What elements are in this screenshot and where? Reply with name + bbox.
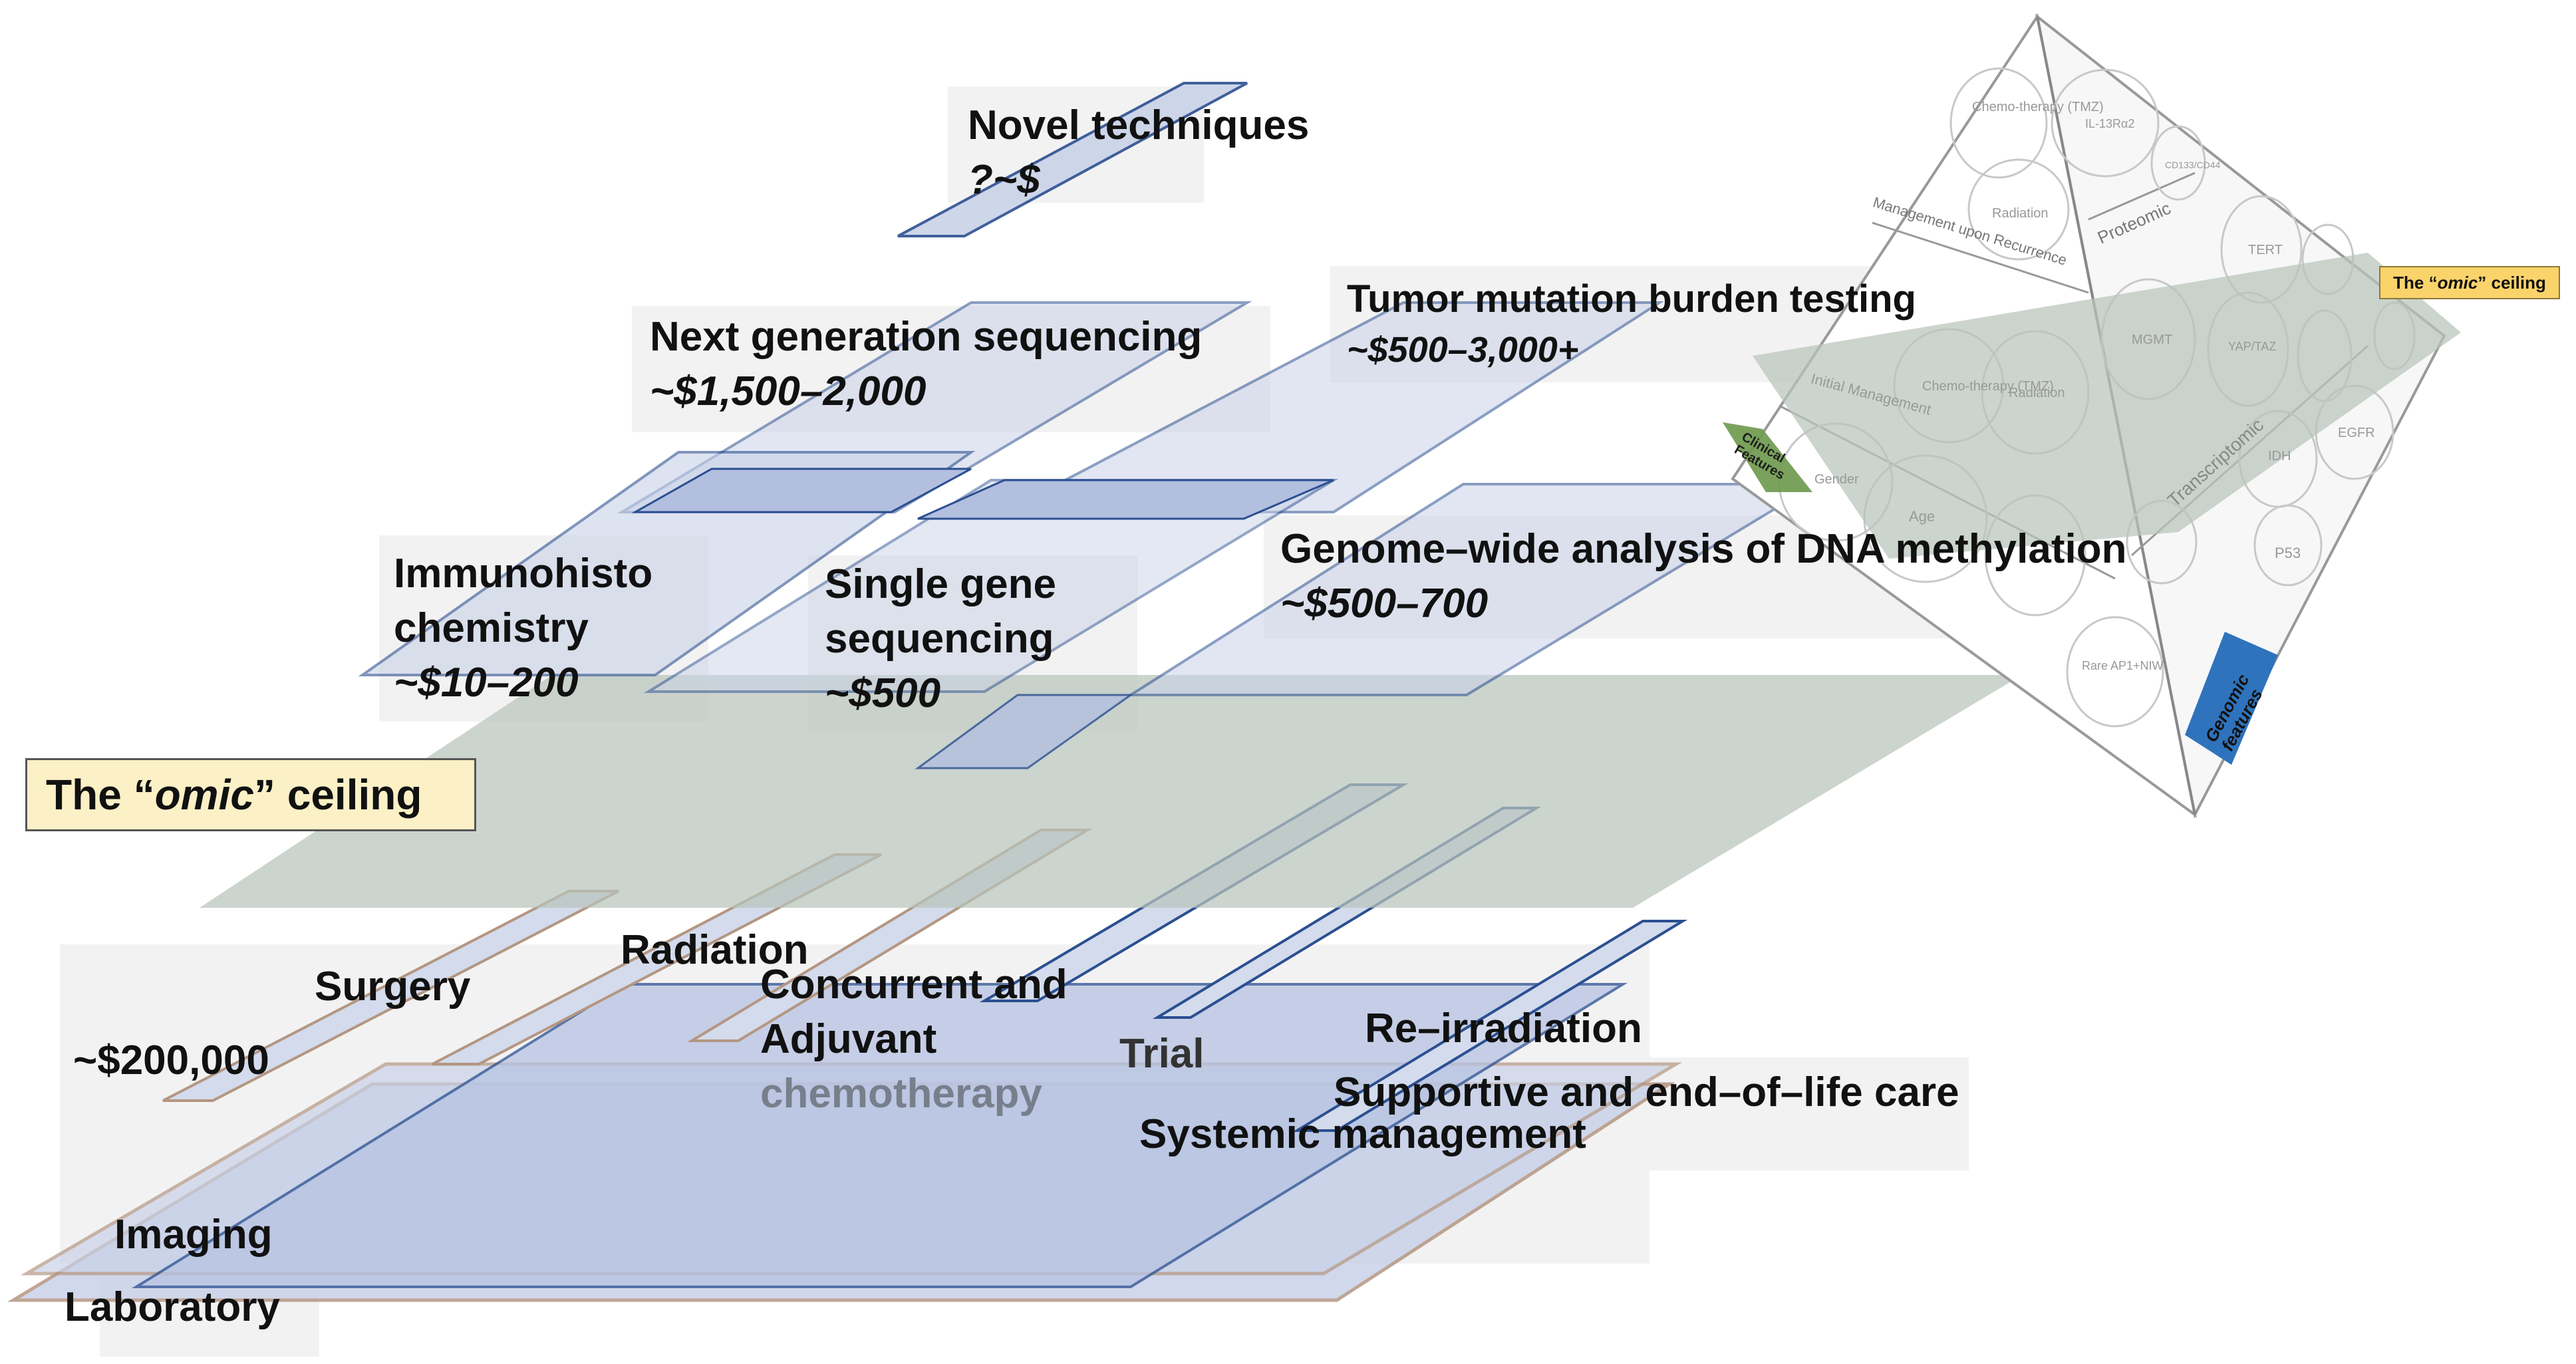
ngs-label: Next generation sequencing ~$1,500–2,000 <box>650 310 1202 419</box>
pyramid-circle-label-tmz-top: Chemo-therapy (TMZ) <box>1972 100 2104 114</box>
pyramid-circle-label-egfr: EGFR <box>2338 426 2375 440</box>
ihc-name-line1: Immunohisto <box>394 551 653 597</box>
gwm-plane <box>1126 483 1821 696</box>
pyramid-circle-label-radiation-top: Radiation <box>1992 206 2049 221</box>
systemic-plane <box>131 983 1628 1288</box>
tmb-name: Tumor mutation burden testing <box>1347 277 1916 321</box>
ngs-name: Next generation sequencing <box>650 314 1203 360</box>
ngs-cost: ~$1,500–2,000 <box>650 368 927 414</box>
systemic-management-label: Systemic management <box>1139 1111 1586 1157</box>
genomic-features-tag <box>2185 632 2278 765</box>
clinical-features-tag <box>1723 422 1812 492</box>
novel-techniques-label: Novel techniques ?~$ <box>968 98 1309 207</box>
pyramid-ceiling-em: omic <box>2437 273 2478 293</box>
pyramid-circle-label-gender: Gender <box>1814 472 1859 487</box>
omic-ceiling-label: The “omic” ceiling <box>25 758 476 831</box>
gwm-cost: ~$500–700 <box>1280 581 1489 626</box>
gwm-name: Genome–wide analysis of DNA methylation <box>1280 526 2127 572</box>
concurrent-line2: Adjuvant <box>760 1016 937 1062</box>
sgs-cost: ~$500 <box>825 670 941 716</box>
novel-techniques-plane <box>897 82 1248 237</box>
pyramid-circle-label-tmz-mid: Chemo-therapy (TMZ) <box>1922 379 2054 394</box>
novel-techniques-cost: ?~$ <box>968 157 1040 203</box>
sgs-name-line2: sequencing <box>825 616 1054 662</box>
tmb-label: Tumor mutation burden testing ~$500–3,00… <box>1347 274 1916 375</box>
pyramid-circle-label-age: Age <box>1909 508 1935 525</box>
concurrent-label: Concurrent and Adjuvant chemotherapy <box>760 958 1068 1121</box>
pyramid-circle-label-yap: YAP/TAZ <box>2228 340 2277 353</box>
sgs-overlap <box>917 479 1334 520</box>
pyramid-ceiling-suffix: ” ceiling <box>2478 273 2546 293</box>
pyramid-circle-label-radiation-mid: Radiation <box>2009 386 2065 400</box>
concurrent-line1: Concurrent and <box>760 962 1068 1008</box>
gwm-label: Genome–wide analysis of DNA methylation … <box>1280 522 2126 631</box>
concurrent-line3: chemotherapy <box>760 1071 1042 1117</box>
sgs-name-line1: Single gene <box>825 561 1056 607</box>
pyramid-ceiling-tag: The “omic” ceiling <box>2379 266 2560 299</box>
novel-techniques-name: Novel techniques <box>968 102 1310 148</box>
reirradiation-label: Re–irradiation <box>1365 1006 1642 1051</box>
ngs-overlap <box>631 468 972 513</box>
pyramid-circle-label-p53: P53 <box>2275 545 2301 561</box>
surgery-label: Surgery <box>315 964 471 1010</box>
ihc-label: Immunohisto chemistry ~$10–200 <box>394 547 652 710</box>
imaging-label: Imaging <box>114 1212 273 1258</box>
pyramid-circle-label-rare: Rare AP1+NIW <box>2082 659 2164 672</box>
laboratory-label: Laboratory <box>65 1284 280 1330</box>
pyramid-ceiling-prefix: The “ <box>2393 273 2438 293</box>
omic-technique-planes <box>358 82 1821 769</box>
tmb-cost: ~$500–3,000+ <box>1347 330 1579 370</box>
supportive-care-label: Supportive and end–of–life care <box>1334 1069 1959 1115</box>
omic-pyramid <box>1723 13 2461 819</box>
omic-ceiling-em: omic <box>154 771 254 819</box>
omic-ceiling-prefix: The “ <box>46 771 155 819</box>
pyramid-circle-label-idh: IDH <box>2268 449 2291 464</box>
pyramid-circle-label-cd133: CD133/CD44 <box>2165 160 2221 170</box>
ihc-cost: ~$10–200 <box>394 660 579 706</box>
sgs-lower-overlap <box>915 694 1134 769</box>
trial-label: Trial <box>1119 1031 1205 1077</box>
pyramid-circle-label-mgmt: MGMT <box>2132 333 2173 347</box>
pyramid-circle-label-il13: IL-13Rα2 <box>2085 117 2135 130</box>
radiation-label: Radiation <box>621 927 809 973</box>
sgs-label: Single gene sequencing ~$500 <box>825 557 1056 721</box>
standard-cost-label: ~$200,000 <box>73 1037 269 1083</box>
standard-care-planes <box>7 783 1688 1302</box>
reirradiation-plane <box>1292 920 1688 1132</box>
pyramid-circle-label-tert: TERT <box>2248 243 2283 257</box>
omic-ceiling-plane <box>200 675 2022 908</box>
ihc-name-line2: chemistry <box>394 605 589 651</box>
tmb-plane <box>1004 301 1664 513</box>
omic-ceiling-suffix: ” ceiling <box>253 771 422 819</box>
pyramid-ceiling-band <box>1753 253 2461 559</box>
